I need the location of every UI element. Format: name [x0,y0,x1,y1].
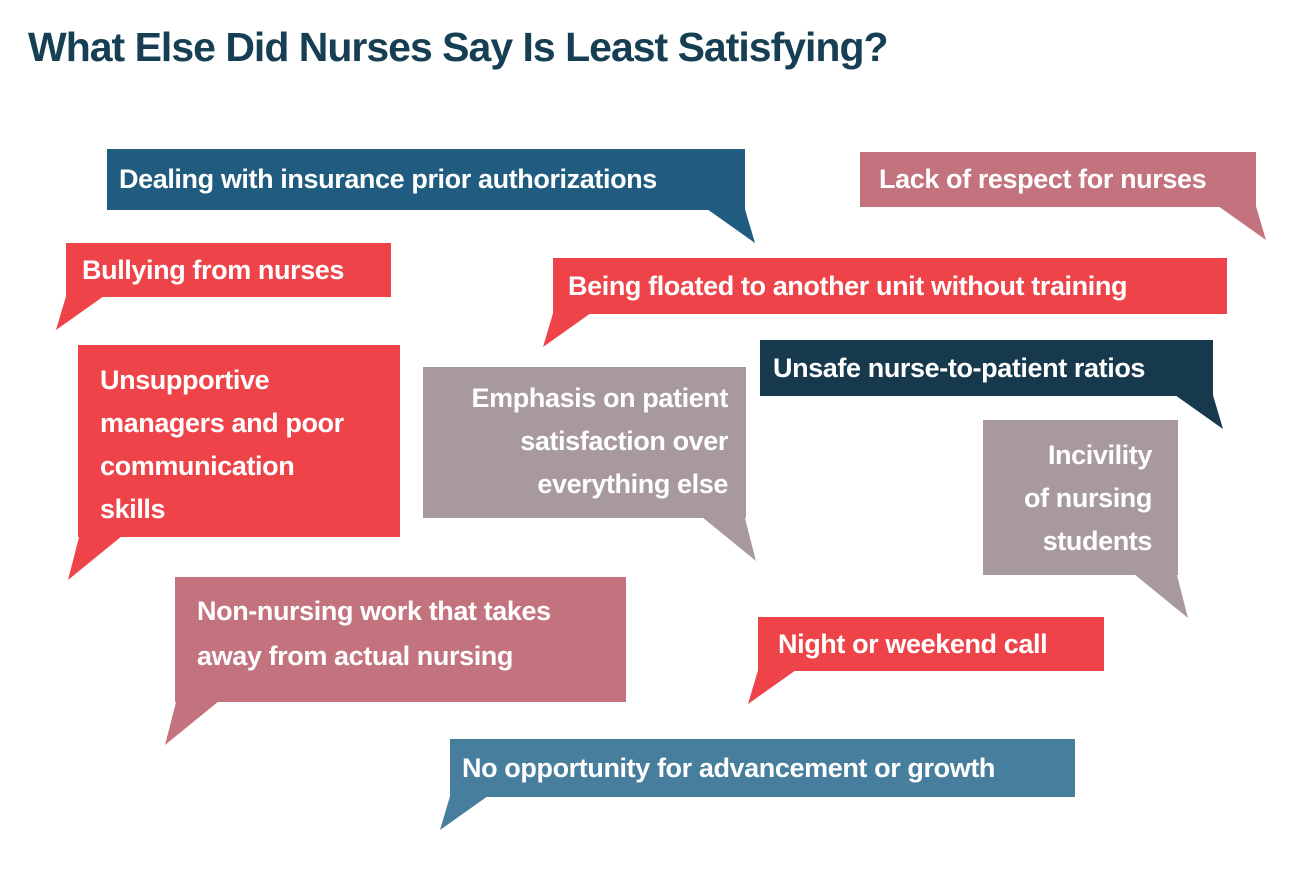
speech-tail [702,517,756,561]
speech-bubble-no-advancement: No opportunity for advancement or growth [440,739,1075,830]
speech-tail [68,536,122,580]
bubble-text: Night or weekend call [778,628,1048,659]
speech-bubble-unsafe-ratios: Unsafe nurse-to-patient ratios [760,340,1223,429]
speech-tail [56,296,104,330]
speech-bubble-incivility-students: Incivility of nursing students [983,420,1188,618]
speech-bubble-insurance-authorizations: Dealing with insurance prior authorizati… [107,149,755,243]
speech-tail [1175,395,1223,429]
bubble-text: Emphasis on patient satisfaction over ev… [471,383,729,499]
speech-bubble-non-nursing-work: Non-nursing work that takes away from ac… [165,577,626,745]
speech-bubble-lack-of-respect: Lack of respect for nurses [860,152,1266,240]
bubble-text: Being floated to another unit without tr… [568,270,1128,301]
speech-bubble-night-weekend-call: Night or weekend call [748,617,1104,704]
bubble-text: Dealing with insurance prior authorizati… [119,164,657,194]
speech-tail [543,313,591,347]
page-title: What Else Did Nurses Say Is Least Satisf… [28,24,889,70]
speech-bubble-floating-without-training: Being floated to another unit without tr… [543,258,1227,347]
speech-tail [440,796,488,830]
speech-tail [707,209,755,243]
speech-tail [1218,206,1266,240]
speech-tail [165,701,219,745]
bubble-text: Unsupportive managers and poor communica… [100,365,344,524]
bubble-text: Unsafe nurse-to-patient ratios [773,352,1146,383]
speech-bubble-patient-satisfaction: Emphasis on patient satisfaction over ev… [423,367,756,561]
bubble-text: Lack of respect for nurses [879,164,1207,194]
speech-tail [1134,574,1188,618]
speech-bubble-bullying: Bullying from nurses [56,243,391,330]
bubble-text: Non-nursing work that takes away from ac… [197,596,551,671]
bubble-text: Incivility of nursing students [1024,440,1152,556]
bubble-text: No opportunity for advancement or growth [462,752,996,783]
speech-tail [748,670,796,704]
bubble-text: Bullying from nurses [82,254,345,285]
speech-bubble-unsupportive-managers: Unsupportive managers and poor communica… [68,345,400,580]
